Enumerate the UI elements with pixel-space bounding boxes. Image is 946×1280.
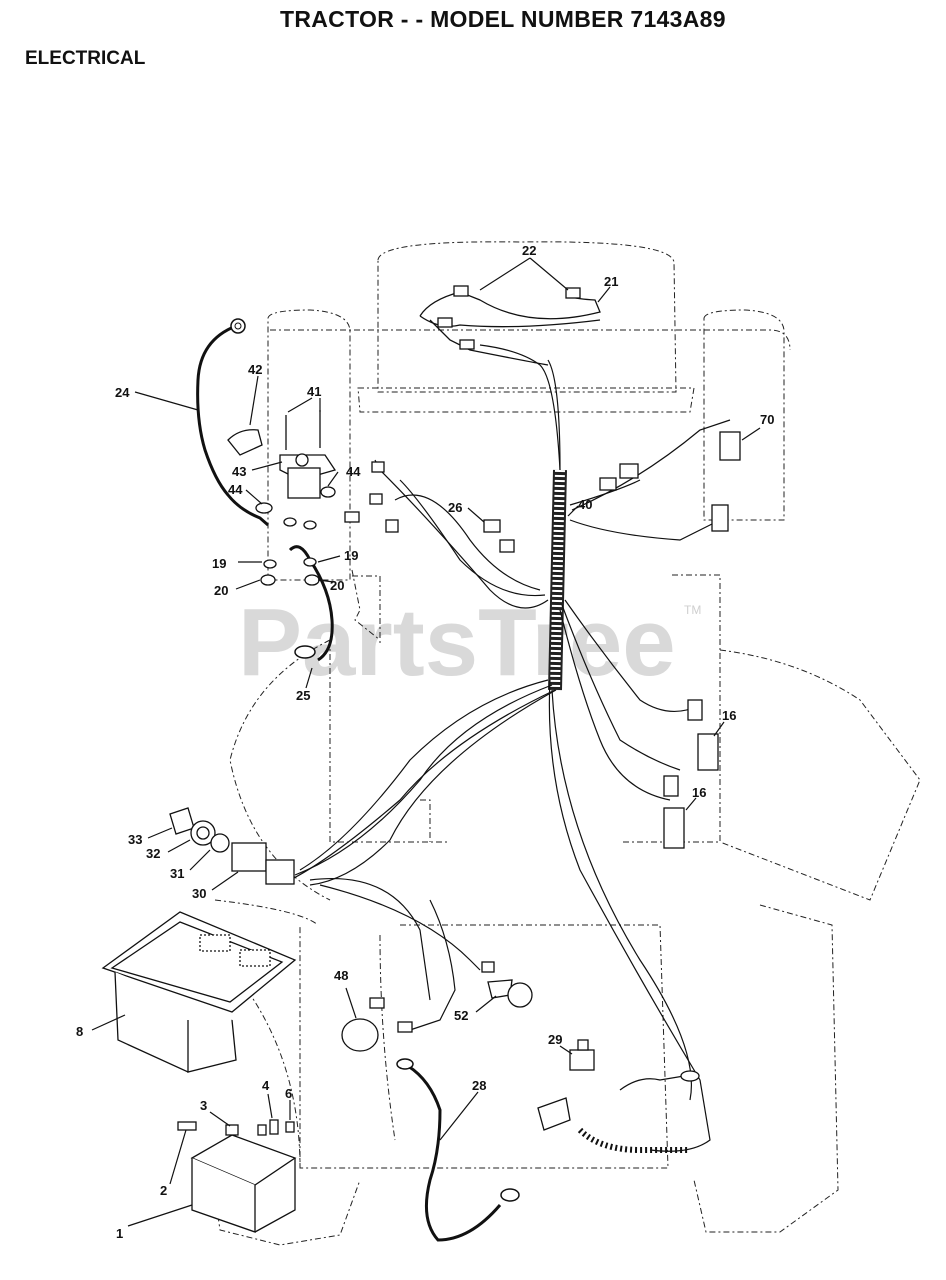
cable-28: [396, 1058, 520, 1242]
leader-lines: [91, 257, 761, 1227]
callout-21: 21: [604, 274, 618, 289]
callout-31: 31: [170, 866, 184, 881]
frame-lines: [270, 329, 791, 641]
callout-32: 32: [146, 846, 160, 861]
diagram-title: TRACTOR - - MODEL NUMBER 7143A89: [280, 6, 726, 32]
callout-44a: 44: [346, 464, 361, 479]
callout-33: 33: [128, 832, 142, 847]
cable-24: [196, 318, 269, 527]
callout-48: 48: [334, 968, 348, 983]
callout-22: 22: [522, 243, 536, 258]
ignition-switch: [169, 807, 295, 885]
callout-44b: 44: [228, 482, 243, 497]
callout-8: 8: [76, 1024, 83, 1039]
callout-28: 28: [472, 1078, 486, 1093]
callout-52: 52: [454, 1008, 468, 1023]
callout-20b: 20: [330, 578, 344, 593]
starter-solenoid: [227, 410, 337, 586]
callout-25: 25: [296, 688, 310, 703]
callout-24: 24: [115, 385, 130, 400]
battery-box: [101, 911, 297, 1073]
callout-3: 3: [200, 1098, 207, 1113]
callout-19b: 19: [344, 548, 358, 563]
callout-40: 40: [578, 497, 592, 512]
callout-1: 1: [116, 1226, 123, 1241]
callout-26: 26: [448, 500, 462, 515]
callout-19a: 19: [212, 556, 226, 571]
harness-connectors: [344, 431, 741, 849]
tractor-outline: [209, 241, 921, 1246]
callout-42: 42: [248, 362, 262, 377]
callout-29: 29: [548, 1032, 562, 1047]
callout-4: 4: [262, 1078, 270, 1093]
watermark: PartsTree: [238, 589, 676, 696]
callout-16a: 16: [722, 708, 736, 723]
callout-2: 2: [160, 1183, 167, 1198]
callout-41: 41: [307, 384, 321, 399]
main-wire-harness: [289, 344, 731, 1152]
callout-43: 43: [232, 464, 246, 479]
cable-25: [288, 545, 334, 662]
battery: [177, 1119, 297, 1233]
section-label: ELECTRICAL: [25, 48, 146, 69]
lamp-assembly: [341, 961, 533, 1052]
callout-20a: 20: [214, 583, 228, 598]
headlight-harness: [419, 285, 601, 366]
callout-30: 30: [192, 886, 206, 901]
callout-16b: 16: [692, 785, 706, 800]
seat-switch: [537, 1039, 700, 1153]
callout-70: 70: [760, 412, 774, 427]
watermark-tm: TM: [684, 603, 701, 617]
callout-6: 6: [285, 1086, 292, 1101]
